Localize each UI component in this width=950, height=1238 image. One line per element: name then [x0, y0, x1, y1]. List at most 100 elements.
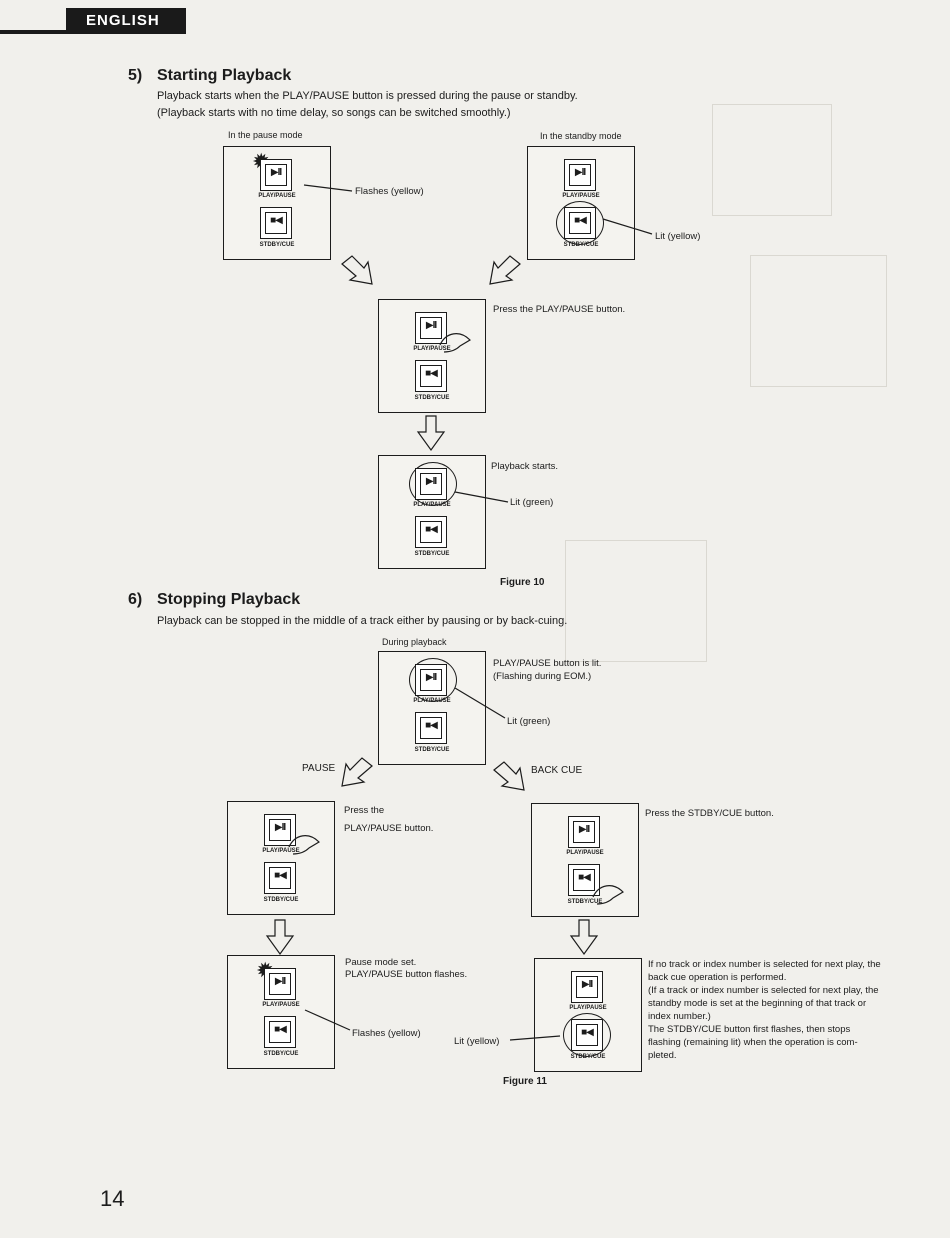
section-6-number: 6) [128, 591, 143, 608]
play-pause-button[interactable]: ▶II [571, 971, 603, 1003]
button-panel-back-cue-result: ▶II PLAY/PAUSE ■◀ STDBY/CUE [534, 958, 642, 1072]
note-press-play: Press the PLAY/PAUSE button. [493, 304, 626, 315]
stdby-cue-button[interactable]: ■◀ [568, 864, 600, 896]
back-cue-note-line: pleted. [648, 1050, 677, 1061]
play-pause-icon: ▶II [578, 824, 590, 835]
label-pause: PAUSE [302, 763, 336, 774]
play-pause-button[interactable]: ▶II [564, 159, 596, 191]
note-lit-yellow: Lit (yellow) [655, 231, 701, 242]
play-pause-icon: ▶II [270, 167, 282, 178]
section-6-title: Stopping Playback [157, 591, 301, 608]
stdby-cue-button[interactable]: ■◀ [564, 207, 596, 239]
back-cue-note-line: index number.) [648, 1011, 711, 1022]
stdby-cue-label: STDBY/CUE [563, 242, 599, 248]
back-cue-note-line: The STDBY/CUE button first flashes, then… [648, 1024, 851, 1035]
section-5-number: 5) [128, 67, 143, 84]
play-pause-label: PLAY/PAUSE [413, 698, 451, 704]
note-lit-yellow: Lit (yellow) [454, 1036, 500, 1047]
stdby-cue-label: STDBY/CUE [414, 395, 450, 401]
stdby-cue-label: STDBY/CUE [414, 551, 450, 557]
flow-arrow-icon [341, 757, 373, 787]
note-flashing-eom: (Flashing during EOM.) [493, 671, 592, 682]
caption-during-playback: During playback [382, 637, 447, 647]
lit-indicator-ring [563, 1013, 611, 1057]
play-pause-button[interactable]: ▶II [415, 312, 447, 344]
back-cue-note-line: (If a track or index number is selected … [648, 985, 879, 996]
figure-11-caption: Figure 11 [503, 1076, 547, 1087]
bleed-through-box [565, 540, 707, 662]
play-pause-label: PLAY/PAUSE [413, 346, 451, 352]
play-pause-icon: ▶II [274, 976, 286, 987]
play-pause-icon: ▶II [425, 672, 437, 683]
flow-arrow-icon [416, 415, 446, 452]
stdby-cue-button[interactable]: ■◀ [415, 360, 447, 392]
play-pause-button[interactable]: ▶II [264, 968, 296, 1000]
button-panel-playback-starts: ▶II PLAY/PAUSE ■◀ STDBY/CUE [378, 455, 486, 569]
note-lit-green: Lit (green) [507, 716, 551, 727]
back-cue-note-line: flashing (remaining lit) when the operat… [648, 1037, 858, 1048]
language-tab: ENGLISH [66, 8, 186, 34]
stdby-cue-icon: ■◀ [274, 1024, 287, 1035]
bleed-through-box [750, 255, 887, 387]
stdby-cue-label: STDBY/CUE [570, 1054, 606, 1060]
section-5-title: Starting Playback [157, 67, 292, 84]
back-cue-note-line: If no track or index number is selected … [648, 959, 881, 970]
stdby-cue-icon: ■◀ [425, 524, 438, 535]
section-5-text-line-1: Playback starts when the PLAY/PAUSE butt… [157, 90, 578, 102]
button-panel-press-stdby-cue: ▶II PLAY/PAUSE ■◀ STDBY/CUE [531, 803, 639, 917]
stdby-cue-icon: ■◀ [274, 870, 287, 881]
lit-indicator-ring [409, 658, 457, 702]
play-pause-icon: ▶II [425, 476, 437, 487]
play-pause-button[interactable]: ▶II [264, 814, 296, 846]
section-5-text-line-2: (Playback starts with no time delay, so … [157, 107, 511, 119]
stdby-cue-button[interactable]: ■◀ [571, 1019, 603, 1051]
button-panel-press-play: ▶II PLAY/PAUSE ■◀ STDBY/CUE [378, 299, 486, 413]
lit-indicator-ring [409, 462, 457, 506]
bleed-through-box [712, 104, 832, 216]
button-panel-standby-mode: ▶II PLAY/PAUSE ■◀ STDBY/CUE [527, 146, 635, 260]
flow-arrow-icon [265, 919, 295, 956]
stdby-cue-icon: ■◀ [270, 215, 283, 226]
button-panel-press-play-to-pause: ▶II PLAY/PAUSE ■◀ STDBY/CUE [227, 801, 335, 915]
play-pause-label: PLAY/PAUSE [262, 1002, 300, 1008]
flow-arrow-icon [341, 255, 373, 285]
play-pause-label: PLAY/PAUSE [413, 502, 451, 508]
stdby-cue-button[interactable]: ■◀ [415, 712, 447, 744]
note-press-the: Press the [344, 805, 385, 816]
play-pause-button[interactable]: ▶II [415, 468, 447, 500]
play-pause-label: PLAY/PAUSE [562, 193, 600, 199]
stdby-cue-icon: ■◀ [425, 720, 438, 731]
play-pause-button[interactable]: ▶II [415, 664, 447, 696]
play-pause-label: PLAY/PAUSE [566, 850, 604, 856]
note-flashes-yellow: Flashes (yellow) [352, 1028, 421, 1039]
play-pause-label: PLAY/PAUSE [569, 1005, 607, 1011]
note-pause-mode-set: Pause mode set. [345, 957, 417, 968]
button-panel-during-playback: ▶II PLAY/PAUSE ■◀ STDBY/CUE [378, 651, 486, 765]
play-pause-icon: ▶II [274, 822, 286, 833]
play-pause-button[interactable]: ▶II [260, 159, 292, 191]
note-play-pause-lit: PLAY/PAUSE button is lit. [493, 658, 602, 669]
stdby-cue-label: STDBY/CUE [263, 897, 299, 903]
stdby-cue-button[interactable]: ■◀ [264, 862, 296, 894]
stdby-cue-button[interactable]: ■◀ [264, 1016, 296, 1048]
flow-arrow-icon [493, 761, 525, 791]
play-pause-button[interactable]: ▶II [568, 816, 600, 848]
stdby-cue-icon: ■◀ [574, 215, 587, 226]
stdby-cue-label: STDBY/CUE [567, 899, 603, 905]
note-flashes-yellow: Flashes (yellow) [355, 186, 424, 197]
stdby-cue-icon: ■◀ [425, 368, 438, 379]
section-6-text-line-1: Playback can be stopped in the middle of… [157, 615, 568, 627]
stdby-cue-button[interactable]: ■◀ [260, 207, 292, 239]
play-pause-label: PLAY/PAUSE [258, 193, 296, 199]
back-cue-note-line: standby mode is set at the beginning of … [648, 998, 867, 1009]
flow-arrow-icon [569, 919, 599, 956]
stdby-cue-label: STDBY/CUE [263, 1051, 299, 1057]
play-pause-icon: ▶II [581, 979, 593, 990]
note-press-stdby-cue: Press the STDBY/CUE button. [645, 808, 774, 819]
stdby-cue-button[interactable]: ■◀ [415, 516, 447, 548]
note-lit-green: Lit (green) [510, 497, 554, 508]
stdby-cue-icon: ■◀ [578, 872, 591, 883]
note-play-pause-button: PLAY/PAUSE button. [344, 823, 434, 834]
stdby-cue-icon: ■◀ [581, 1027, 594, 1038]
page-number: 14 [100, 1186, 125, 1211]
